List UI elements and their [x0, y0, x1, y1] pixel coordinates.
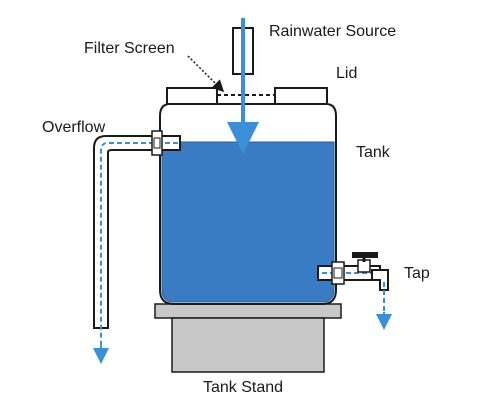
tap	[317, 252, 392, 330]
overflow-pipe-body	[93, 135, 181, 329]
tap-fitting-nut	[333, 267, 343, 279]
overflow-flow-line	[100, 142, 178, 352]
lid	[166, 87, 328, 105]
label-overflow: Overflow	[42, 119, 106, 136]
overflow-fitting-nut	[153, 137, 161, 149]
label-lid: Lid	[336, 65, 357, 82]
stand-base	[171, 317, 325, 373]
label-filter-screen: Filter Screen	[84, 40, 175, 57]
tank-water	[161, 141, 335, 303]
label-rainwater-source: Rainwater Source	[269, 23, 396, 40]
overflow-pipe	[93, 130, 181, 364]
label-tank: Tank	[356, 144, 391, 161]
tap-handle	[352, 252, 378, 258]
tank-stand	[154, 303, 342, 373]
tap-nozzle	[371, 269, 389, 291]
label-tank-stand: Tank Stand	[203, 379, 283, 396]
lid-left	[166, 87, 218, 105]
stand-top-plate	[154, 303, 342, 319]
filter-screen-pointer	[187, 55, 225, 93]
lid-right	[274, 87, 328, 105]
label-tap: Tap	[404, 265, 430, 282]
